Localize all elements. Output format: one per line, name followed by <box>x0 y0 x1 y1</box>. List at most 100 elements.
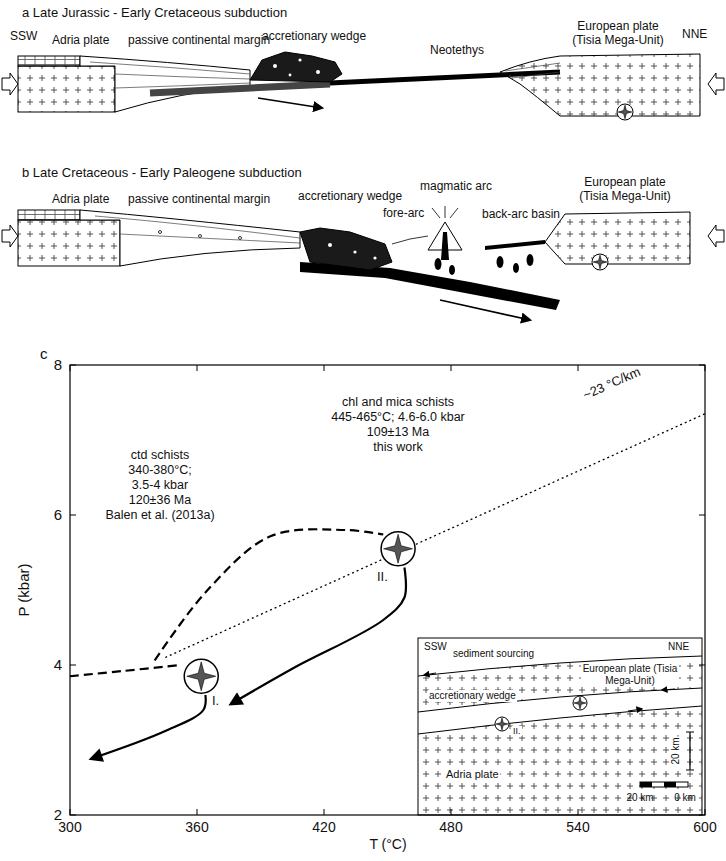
figure-shape <box>2 225 18 247</box>
figure-shape <box>500 54 700 116</box>
figure-shape <box>578 365 579 371</box>
figure-shape <box>418 656 702 734</box>
direction-label: SSW <box>424 641 447 653</box>
axis-title: P (kbar) <box>15 563 32 616</box>
backarc-label: back-arc basin <box>482 208 560 222</box>
figure-shape <box>70 515 76 516</box>
figure-shape <box>418 638 702 815</box>
panel-title: a Late Jurassic - Early Cretaceous subdu… <box>22 6 287 21</box>
figure-shape <box>699 815 705 816</box>
scale-label: 20 km <box>626 792 653 804</box>
figure-shape <box>527 254 534 266</box>
figure-shape <box>2 206 724 320</box>
wedge-label: accretionary wedge <box>428 690 517 702</box>
pt-plot <box>70 365 705 815</box>
figure-shape <box>373 256 376 259</box>
figure-shape <box>70 365 76 366</box>
figure-shape <box>324 365 325 371</box>
figure-shape <box>258 98 322 108</box>
figure-shape <box>435 258 442 270</box>
figure-shape <box>289 74 292 77</box>
axis-tick: 8 <box>54 356 62 373</box>
figure-shape <box>353 250 356 253</box>
figure-shape <box>300 228 392 270</box>
figure-shape <box>298 58 301 61</box>
direction-label: SSW <box>10 30 37 44</box>
figure-shape <box>199 235 202 238</box>
figure-shape <box>432 206 458 218</box>
figure-shape <box>80 210 300 266</box>
plate-label: Adria plate <box>52 193 109 207</box>
figure-shape <box>91 695 205 759</box>
figure-shape <box>451 365 452 371</box>
figure-shape <box>485 240 545 250</box>
plate-label: Adria plate <box>445 768 500 781</box>
figure-shape <box>640 782 688 787</box>
figure-shape <box>424 673 436 675</box>
sample-star <box>495 717 509 731</box>
figure-shape <box>418 638 702 815</box>
figure-shape <box>573 696 587 710</box>
figure-shape <box>18 210 80 220</box>
figure-shape <box>70 665 76 666</box>
figure-shape <box>324 809 325 815</box>
figure-shape <box>165 414 705 658</box>
figure-shape <box>574 697 586 709</box>
sample-note: 120±36 Ma <box>129 493 191 507</box>
figure-shape <box>18 220 120 266</box>
axis-tick: 4 <box>54 656 62 673</box>
figure-shape <box>451 809 452 815</box>
figure-shape <box>662 689 675 690</box>
figure-shape <box>392 236 428 244</box>
figure-shape <box>197 365 198 371</box>
scale-label: 20 km <box>670 736 682 765</box>
figure-shape <box>708 225 724 247</box>
margin-label: passive continental margin <box>128 193 270 207</box>
axis-tick: 300 <box>58 819 81 835</box>
path-number: I. <box>212 694 219 709</box>
figure-shape <box>316 70 320 74</box>
figure-shape <box>384 534 413 563</box>
sample-star <box>617 104 633 120</box>
figure-shape <box>273 64 277 68</box>
figure-shape <box>618 105 632 119</box>
figure-shape <box>197 809 198 815</box>
figure-shape <box>184 659 218 693</box>
panel-title: b Late Cretaceous - Early Paleogene subd… <box>22 166 302 181</box>
figure-shape <box>300 262 560 310</box>
sample-note: ctd schists <box>131 448 189 462</box>
figure-shape <box>497 256 504 268</box>
path-number: II. <box>377 570 388 585</box>
figure-shape <box>699 515 705 516</box>
sample-note: chl and mica schists <box>342 395 454 409</box>
figure-shape <box>90 62 250 88</box>
figure-shape <box>231 568 406 705</box>
figure-shape <box>418 656 702 712</box>
direction-label: NNE <box>668 641 689 653</box>
figure-shape <box>699 365 705 366</box>
figure-shape <box>70 665 180 676</box>
figure-shape <box>2 73 18 95</box>
wedge-label: accretionary wedge <box>298 190 402 204</box>
figure-shape <box>513 263 519 273</box>
gradient-label: ~23 °C/km <box>581 365 643 404</box>
figure-shape <box>250 52 342 82</box>
figure-shape <box>187 662 216 691</box>
figure-shape <box>440 300 530 320</box>
figure-shape <box>699 665 705 666</box>
axis-tick: 540 <box>566 819 589 835</box>
axis-tick: 420 <box>312 819 335 835</box>
sample-note: this work <box>373 440 422 454</box>
wedge-label: accretionary wedge <box>262 30 366 44</box>
sample-star <box>184 659 218 693</box>
figure-shape <box>578 809 579 815</box>
figure-shape <box>545 212 690 264</box>
figure-shape <box>150 84 330 93</box>
figure-shape <box>686 732 694 770</box>
figure-shape <box>159 231 162 234</box>
figure-shape <box>496 718 508 730</box>
sample-note: 445-465°C; 4.6-6.0 kbar <box>331 410 465 424</box>
figure-shape <box>708 73 724 95</box>
